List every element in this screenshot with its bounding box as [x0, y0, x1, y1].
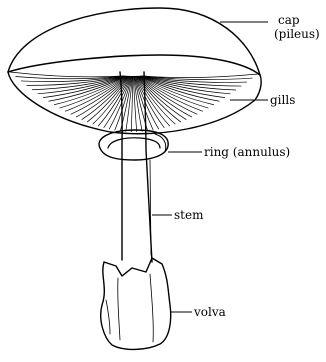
label-ring: ring (annulus) — [204, 145, 290, 159]
gills — [10, 72, 258, 132]
label-volva: volva — [193, 305, 226, 319]
gill-line — [143, 74, 258, 78]
label-gills: gills — [270, 93, 295, 107]
label-stem: stem — [174, 208, 204, 222]
volva — [101, 258, 171, 349]
label-leaders — [152, 22, 268, 312]
ring-annulus — [99, 130, 168, 160]
label-cap-alt: (pileus) — [274, 27, 320, 41]
mushroom-cap — [8, 8, 261, 134]
gill-line — [10, 72, 123, 77]
label-cap: cap — [278, 13, 300, 27]
